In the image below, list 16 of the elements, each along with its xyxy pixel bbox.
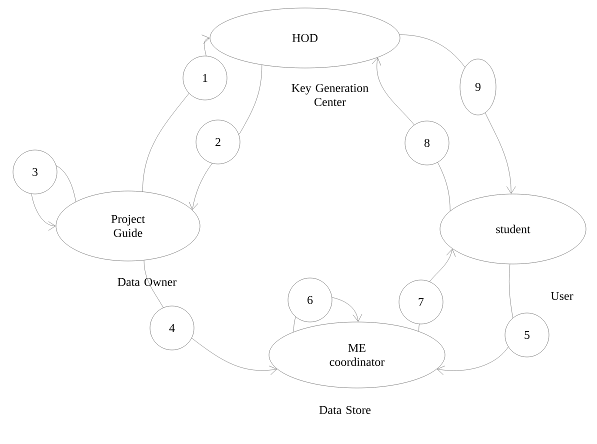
node-caption: Data Store — [319, 406, 371, 414]
edge-label: 3 — [12, 150, 58, 194]
ellipse-node: student — [440, 194, 586, 264]
edge-label: 2 — [196, 120, 240, 164]
edge-label: 6 — [288, 278, 332, 322]
edge-label: 8 — [404, 120, 450, 166]
edge-label: 9 — [460, 58, 496, 116]
node-caption: User — [550, 292, 574, 300]
node-caption: Key Generation Center — [292, 84, 368, 106]
ellipse-node: Project Guide — [56, 190, 200, 262]
edge-label: 5 — [504, 312, 550, 358]
edge-label: 4 — [150, 306, 194, 350]
ellipse-node: HOD — [210, 8, 400, 68]
node-caption: Data Owner — [118, 278, 177, 286]
edge-label: 7 — [398, 280, 444, 324]
edge-label: 1 — [182, 56, 228, 100]
